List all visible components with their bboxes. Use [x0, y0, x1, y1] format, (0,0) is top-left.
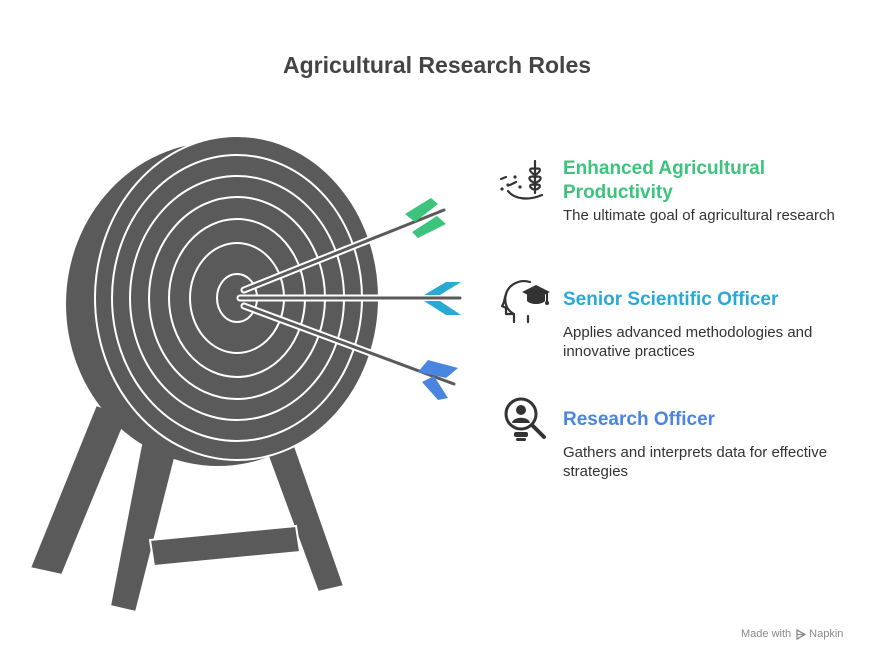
- enhanced-productivity-heading: Enhanced Agricultural Productivity: [563, 157, 765, 205]
- description-line: innovative practices: [563, 343, 695, 360]
- person-magnifier-icon: [504, 397, 546, 441]
- heading-line: Research Officer: [563, 409, 716, 430]
- senior-officer-heading: Senior Scientific Officer: [563, 288, 778, 312]
- heading-line: Enhanced Agricultural: [563, 158, 765, 179]
- research-officer-description: Gathers and interprets data for effectiv…: [563, 443, 863, 481]
- napkin-logo-icon: [796, 628, 807, 640]
- research-officer-heading: Research Officer: [563, 408, 715, 432]
- heading-line: Productivity: [563, 182, 673, 203]
- arrow-bottom: [240, 302, 458, 400]
- plant-in-hand-icon: [499, 159, 544, 200]
- description-line: strategies: [563, 463, 629, 480]
- description-line: Gathers and interprets data for effectiv…: [563, 444, 828, 461]
- enhanced-productivity-description: The ultimate goal of agricultural resear…: [563, 207, 835, 224]
- target-stand: [28, 403, 346, 614]
- head-graduation-cap-icon: [500, 280, 550, 324]
- footer-label: Made with: [741, 628, 792, 640]
- heading-line: Senior Scientific Officer: [563, 289, 779, 310]
- made-with-napkin-footer: Made with Napkin: [741, 628, 843, 640]
- footer-brand: Napkin: [809, 628, 844, 640]
- description-line: Applies advanced methodologies and: [563, 324, 813, 341]
- senior-officer-description: Applies advanced methodologies and innov…: [563, 323, 863, 361]
- arrow-middle: [236, 282, 464, 315]
- arrow-top: [240, 198, 448, 294]
- page-title: Agricultural Research Roles: [282, 52, 592, 78]
